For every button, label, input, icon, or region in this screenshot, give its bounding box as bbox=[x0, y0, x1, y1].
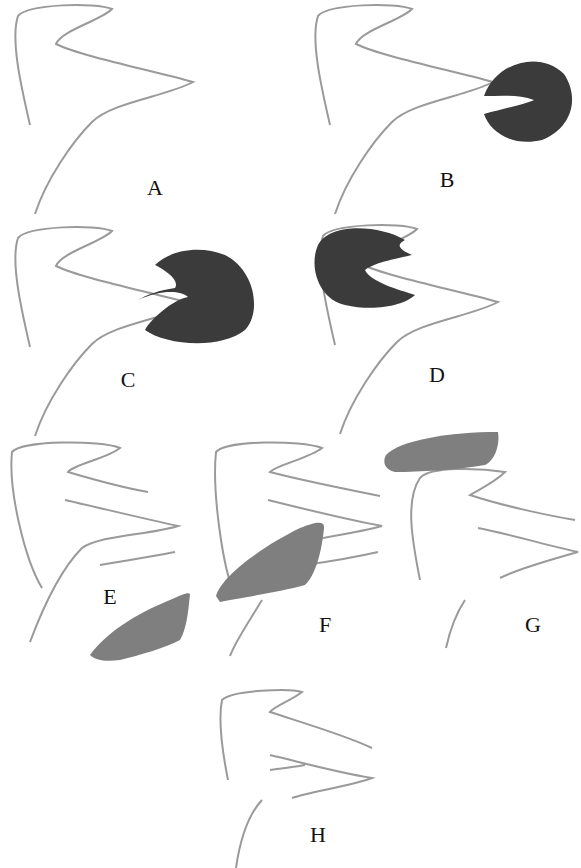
outline-curve bbox=[411, 469, 578, 648]
dark-shape bbox=[138, 250, 254, 343]
panel-letter: A bbox=[147, 177, 163, 199]
panel-letter: F bbox=[319, 614, 331, 636]
panel-letter: E bbox=[103, 586, 116, 608]
outline-curve bbox=[215, 442, 382, 656]
grey-shape bbox=[216, 523, 324, 602]
panel-letter: B bbox=[440, 169, 455, 191]
outline-curve bbox=[15, 5, 193, 214]
grey-shape bbox=[384, 432, 498, 472]
panel-letter: C bbox=[121, 369, 136, 391]
panel-letter: G bbox=[525, 614, 541, 636]
outline-curve bbox=[315, 5, 493, 214]
outline-curve bbox=[220, 690, 372, 868]
dark-shape bbox=[314, 228, 415, 308]
panel-letter: D bbox=[429, 364, 445, 386]
panel-letter: H bbox=[310, 824, 326, 846]
dark-shape bbox=[484, 61, 572, 141]
